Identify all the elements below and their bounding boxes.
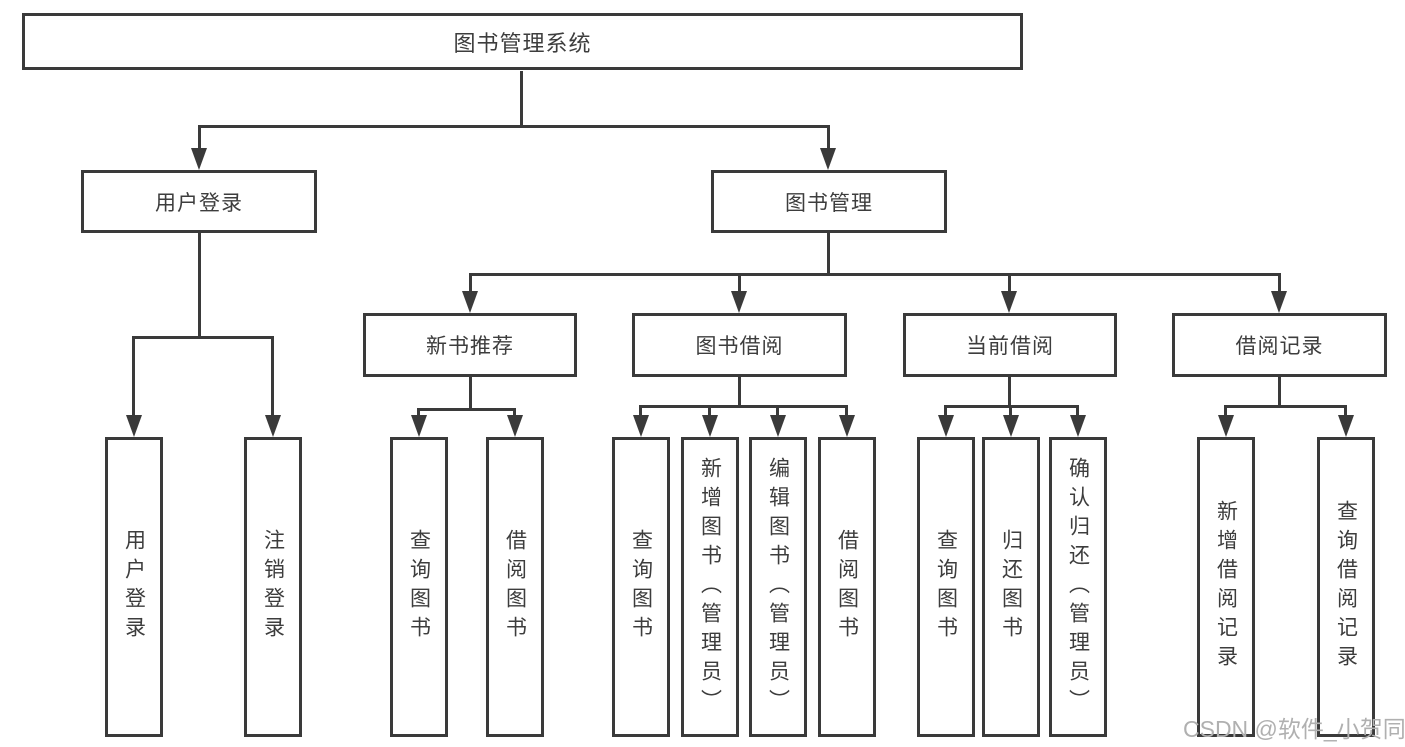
connector-login-group-stem (198, 233, 201, 339)
arrowhead-to-leaf-bb-query (633, 415, 649, 437)
arrowhead-to-leaf-bb-edit (770, 415, 786, 437)
arrowhead-to-leaf-br-add (1218, 415, 1234, 437)
connector-borrow-record-stem (1278, 377, 1281, 408)
connector-drop-leaf-bb-edit (776, 405, 779, 418)
arrowhead-to-login-group (191, 148, 207, 170)
node-borrow-record: 借阅记录 (1172, 313, 1387, 377)
node-label-leaf-cb-return-books: 归还图书 (999, 529, 1023, 645)
arrowhead-to-leaf-rec-query (411, 415, 427, 437)
connector-drop-leaf-rec-query (417, 408, 420, 418)
connector-login-children-rail (132, 336, 274, 339)
node-book-management-group: 图书管理 (711, 170, 947, 233)
connector-drop-leaf-user-login (132, 336, 135, 418)
arrowhead-to-new-book-rec (462, 291, 478, 313)
node-leaf-cb-return-books: 归还图书 (982, 437, 1040, 737)
node-label-leaf-cb-query-books: 查询图书 (934, 529, 958, 645)
watermark: CSDN @软件_小贺同学 (1183, 716, 1405, 742)
connector-level2-rail (198, 125, 830, 128)
connector-book-borrow-stem (738, 377, 741, 408)
node-label-leaf-user-login: 用户登录 (122, 529, 146, 645)
node-new-book-recommend: 新书推荐 (363, 313, 577, 377)
node-label-leaf-bb-add-books-admin: 新增图书（管理员） (698, 456, 722, 718)
connector-record-children-rail (1224, 405, 1347, 408)
node-label-user-login-group: 用户登录 (155, 191, 243, 215)
node-leaf-cb-confirm-return-admin: 确认归还（管理员） (1049, 437, 1107, 737)
connector-drop-login-group (198, 125, 201, 153)
arrowhead-to-leaf-user-login (126, 415, 142, 437)
connector-drop-leaf-cb-return (1009, 405, 1012, 418)
node-user-login-group: 用户登录 (81, 170, 317, 233)
arrowhead-to-book-borrow (731, 291, 747, 313)
node-label-leaf-rec-query-books: 查询图书 (407, 529, 431, 645)
connector-drop-leaf-logout (271, 336, 274, 418)
arrowhead-to-leaf-bb-add (702, 415, 718, 437)
connector-mgmt-group-stem (827, 233, 830, 276)
connector-root-stem (520, 71, 523, 128)
node-label-leaf-rec-borrow-books: 借阅图书 (503, 529, 527, 645)
node-label-borrow-record: 借阅记录 (1235, 335, 1324, 358)
node-leaf-rec-query-books: 查询图书 (390, 437, 448, 737)
connector-new-book-rec-stem (469, 377, 472, 411)
connector-rec-children-rail (418, 408, 516, 411)
arrowhead-to-current-borrow (1001, 291, 1017, 313)
connector-drop-leaf-bb-borrow (845, 405, 848, 418)
node-label-leaf-br-query-record: 查询借阅记录 (1334, 500, 1358, 674)
node-root: 图书管理系统 (22, 13, 1023, 70)
arrowhead-to-mgmt-group (820, 148, 836, 170)
node-label-book-management-group: 图书管理 (785, 191, 873, 215)
arrowhead-to-leaf-cb-query (938, 415, 954, 437)
node-label-root: 图书管理系统 (453, 30, 592, 56)
node-label-new-book-recommend: 新书推荐 (426, 335, 514, 358)
node-label-leaf-bb-edit-books-admin: 编辑图书（管理员） (766, 456, 790, 718)
node-current-borrow: 当前借阅 (903, 313, 1117, 377)
node-leaf-cb-query-books: 查询图书 (917, 437, 975, 737)
arrowhead-to-leaf-cb-confirm (1070, 415, 1086, 437)
connector-drop-leaf-br-query (1344, 405, 1347, 418)
connector-drop-leaf-br-add (1224, 405, 1227, 418)
arrowhead-to-leaf-cb-return (1003, 415, 1019, 437)
node-leaf-br-add-record: 新增借阅记录 (1197, 437, 1255, 737)
node-label-book-borrow: 图书借阅 (695, 335, 784, 358)
node-leaf-user-login: 用户登录 (105, 437, 163, 737)
connector-drop-borrow-record (1278, 273, 1281, 295)
node-leaf-bb-edit-books-admin: 编辑图书（管理员） (749, 437, 807, 737)
connector-current-borrow-stem (1008, 377, 1011, 408)
node-leaf-bb-add-books-admin: 新增图书（管理员） (681, 437, 739, 737)
node-leaf-logout: 注销登录 (244, 437, 302, 737)
node-label-leaf-bb-query-books: 查询图书 (629, 529, 653, 645)
node-label-leaf-br-add-record: 新增借阅记录 (1214, 500, 1238, 674)
connector-drop-leaf-bb-add (708, 405, 711, 418)
connector-drop-leaf-cb-query (944, 405, 947, 418)
node-leaf-bb-borrow-books: 借阅图书 (818, 437, 876, 737)
arrowhead-to-leaf-bb-borrow (839, 415, 855, 437)
connector-drop-mgmt-group (827, 125, 830, 153)
connector-drop-new-book-rec (469, 273, 472, 295)
node-label-current-borrow: 当前借阅 (966, 335, 1054, 358)
connector-drop-leaf-bb-query (639, 405, 642, 418)
connector-drop-book-borrow (738, 273, 741, 295)
connector-borrow-children-rail (640, 405, 848, 408)
node-book-borrow: 图书借阅 (632, 313, 847, 377)
arrowhead-to-borrow-record (1271, 291, 1287, 313)
connector-drop-current-borrow (1008, 273, 1011, 295)
node-label-leaf-logout: 注销登录 (261, 529, 285, 645)
node-label-leaf-bb-borrow-books: 借阅图书 (835, 529, 859, 645)
connector-drop-leaf-rec-borrow (513, 408, 516, 418)
node-leaf-br-query-record: 查询借阅记录 (1317, 437, 1375, 737)
connector-drop-leaf-cb-confirm (1076, 405, 1079, 418)
node-leaf-rec-borrow-books: 借阅图书 (486, 437, 544, 737)
arrowhead-to-leaf-br-query (1338, 415, 1354, 437)
arrowhead-to-leaf-logout (265, 415, 281, 437)
arrowhead-to-leaf-rec-borrow (507, 415, 523, 437)
node-label-leaf-cb-confirm-return-admin: 确认归还（管理员） (1066, 456, 1090, 718)
connector-level3-rail (469, 273, 1281, 276)
node-leaf-bb-query-books: 查询图书 (612, 437, 670, 737)
